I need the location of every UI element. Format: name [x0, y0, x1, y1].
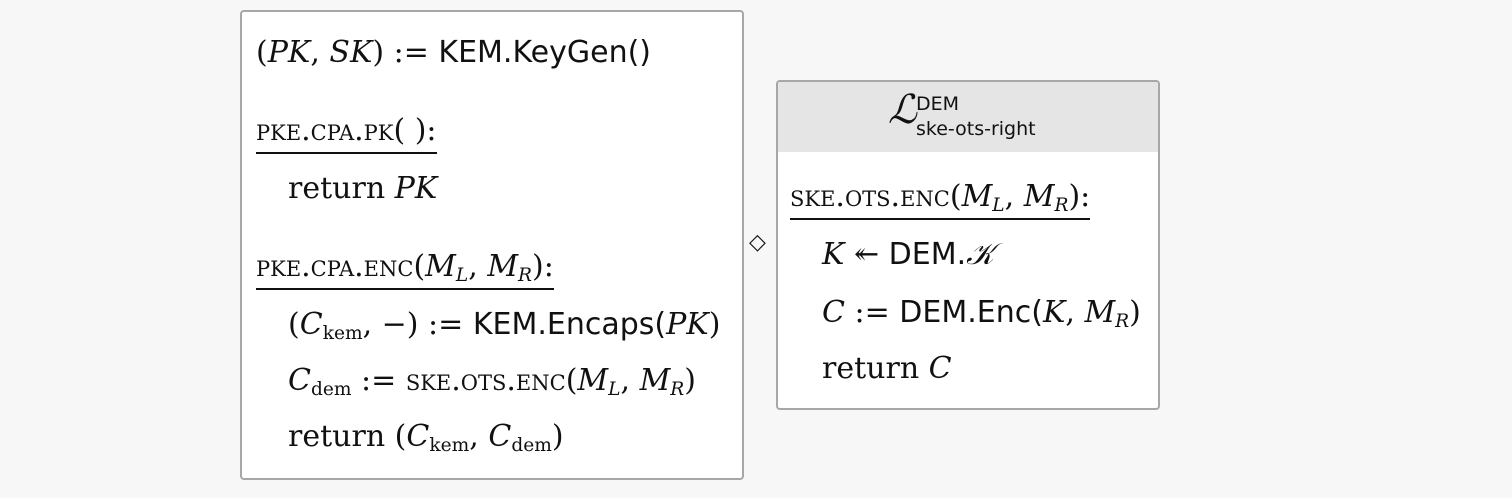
message-right-var: M [487, 249, 519, 284]
encaps-line: (Ckem, −) := KEM.Encaps(PK) [288, 306, 720, 344]
kem-encaps-call: KEM.Encaps( [472, 307, 667, 342]
function-name: ske.ots.enc [790, 179, 950, 214]
subscript: L [992, 195, 1005, 217]
return-keyword: return [288, 419, 395, 454]
paren: ( [413, 249, 426, 284]
public-key-var: PK [267, 35, 311, 70]
return-keyword: return [288, 171, 395, 206]
ske-ots-enc-call: ske.ots.enc [405, 363, 566, 398]
key-space-symbol: 𝒦 [966, 237, 994, 272]
ciphertext-var: C [406, 419, 430, 454]
pke-cpa-library-box: (PK, SK) := KEM.KeyGen() pke.cpa.pk( ): … [240, 10, 744, 480]
comma: , [469, 419, 489, 454]
assign-op: := [384, 35, 439, 70]
paren: ( [256, 35, 268, 70]
message-left-var: M [577, 363, 609, 398]
ciphertext-var: C [488, 419, 512, 454]
message-right-var: M [1084, 295, 1116, 330]
paren: ) [372, 35, 385, 70]
library-symbol: ℒ [888, 87, 917, 133]
library-subscript: ske-ots-right [916, 118, 1036, 140]
enc-function-header: pke.cpa.enc(ML, MR): [256, 248, 554, 290]
message-right-var: M [639, 363, 671, 398]
comma: , [468, 249, 488, 284]
ciphertext-var: C [928, 351, 952, 386]
library-superscript: DEM [916, 93, 960, 115]
ske-enc-function-header: ske.ots.enc(ML, MR): [790, 178, 1091, 220]
message-left-var: M [425, 249, 456, 284]
key-sample-line: K ↞ DEM.𝒦 [822, 236, 994, 274]
dem-enc-call: DEM.Enc( [899, 295, 1043, 330]
kem-keygen-call: KEM.KeyGen() [438, 35, 651, 70]
secret-key-var: SK [329, 35, 373, 70]
function-name: pke.cpa.pk [256, 113, 394, 148]
paren: ) [1129, 295, 1141, 330]
function-name: pke.cpa.enc [256, 249, 414, 284]
subscript: kem [322, 323, 363, 345]
paren: ( [565, 363, 578, 398]
public-key-var: PK [394, 171, 438, 206]
return-keyword: return [822, 351, 929, 386]
dem-enc-line: C := DEM.Enc(K, MR) [822, 294, 1141, 332]
pk-function-header: pke.cpa.pk( ): [256, 112, 437, 154]
subscript: L [455, 265, 469, 287]
ciphertext-var: C [822, 295, 845, 330]
ciphertext-var: C [299, 307, 323, 342]
comma: , [310, 35, 330, 70]
paren: ): [1068, 179, 1091, 214]
dem-prefix: DEM. [888, 237, 967, 272]
library-header: ℒ DEM ske-ots-right [778, 82, 1158, 152]
comma: , [1065, 295, 1085, 330]
ciphertext-var: C [288, 363, 311, 398]
paren: ): [532, 249, 554, 284]
composition-diamond-icon: ◇ [749, 230, 766, 255]
comma: , [620, 363, 640, 398]
ske-ots-right-library-box: ℒ DEM ske-ots-right ske.ots.enc(ML, MR):… [776, 80, 1160, 410]
assign-op: := [351, 363, 406, 398]
subscript: dem [511, 435, 552, 457]
assign-op: := [418, 307, 473, 342]
tuple-rest: , −) [362, 307, 419, 342]
enc-return-line: return (Ckem, Cdem) [288, 418, 564, 456]
subscript: L [608, 379, 621, 401]
paren: ) [708, 307, 721, 342]
subscript: R [1054, 195, 1069, 217]
message-right-var: M [1023, 179, 1055, 214]
keygen-line: (PK, SK) := KEM.KeyGen() [256, 34, 651, 72]
subscript: R [670, 379, 685, 401]
sample-op: ↞ [844, 237, 889, 272]
paren: ( [949, 179, 962, 214]
paren: ) [551, 419, 564, 454]
paren: ) [684, 363, 697, 398]
subscript: R [518, 265, 533, 287]
return-line: return C [822, 350, 952, 388]
dem-enc-line: Cdem := ske.ots.enc(ML, MR) [288, 362, 696, 400]
subscript: R [1115, 311, 1130, 333]
assign-op: := [844, 295, 900, 330]
paren: ( [288, 307, 300, 342]
key-var: K [1042, 295, 1066, 330]
message-left-var: M [961, 179, 993, 214]
function-params: ( ): [393, 113, 437, 148]
comma: , [1004, 179, 1024, 214]
pk-return-line: return PK [288, 170, 437, 208]
subscript: kem [429, 435, 470, 457]
key-var: K [822, 237, 845, 272]
subscript: dem [310, 379, 352, 401]
public-key-var: PK [666, 307, 709, 342]
paren: ( [394, 419, 407, 454]
